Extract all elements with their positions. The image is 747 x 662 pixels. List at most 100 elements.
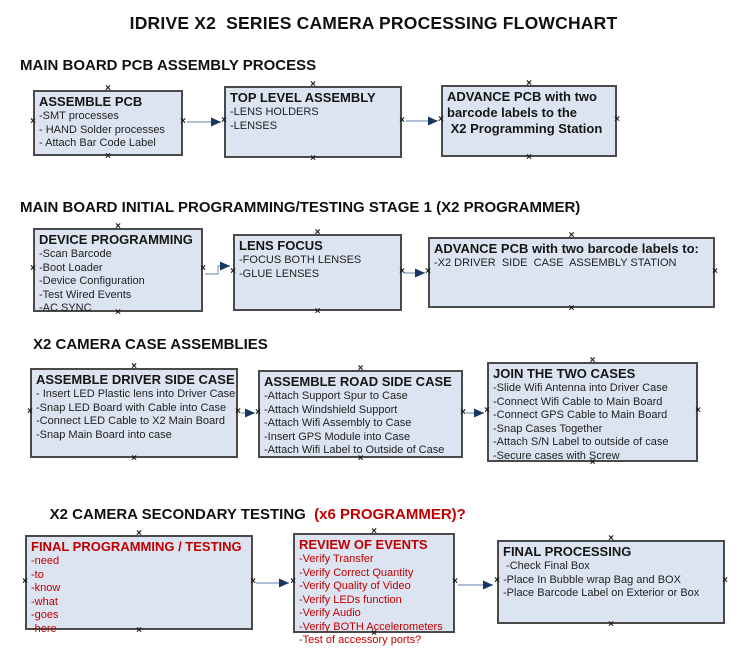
connection-handle-icon [309, 155, 317, 163]
connection-handle-icon [694, 407, 702, 415]
box-item: -Attach S/N Label to outside of case [493, 436, 669, 448]
connection-handle-icon [525, 154, 533, 162]
box-item: -Attach Wifi Assembly to Case [264, 417, 412, 429]
box-item: -Snap LED Board with Cable into Case [36, 401, 227, 414]
flow-box-advance-pcb-driver-side-station: ADVANCE PCB with two barcode labels to: … [428, 237, 715, 308]
box-item: -Place Barcode Label on Exterior or Box [503, 587, 700, 599]
connection-handle-icon [104, 153, 112, 161]
page-title: IDRIVE X2 SERIES CAMERA PROCESSING FLOWC… [129, 13, 618, 33]
flow-box-assemble-pcb: ASSEMBLE PCB -SMT processes - HAND Solde… [33, 90, 183, 156]
box-title: TOP LEVEL ASSEMBLY [230, 90, 376, 105]
box-item: -Slide Wifi Antenna into Driver Case [493, 382, 668, 394]
connection-handle-icon [607, 535, 615, 543]
box-item: -Attach Support Spur to Case [264, 390, 408, 402]
connection-handle-icon [568, 305, 576, 313]
connection-handle-icon [254, 409, 262, 417]
connection-handle-icon [589, 357, 597, 365]
section-header-case-assemblies: X2 CAMERA CASE ASSEMBLIES [33, 336, 268, 353]
box-item: -Test Wired Events [39, 288, 132, 301]
connection-handle-icon [613, 116, 621, 124]
connection-handle-icon [483, 407, 491, 415]
box-item: -Snap Cases Together [493, 422, 603, 435]
flow-box-final-programming-testing: FINAL PROGRAMMING / TESTING -need -to -k… [25, 535, 253, 635]
box-item: -Verify BOTH Accelerometers [299, 620, 443, 633]
connection-handle-icon [26, 408, 34, 416]
box-item: -Connect Wifi Cable to Main Board [493, 395, 663, 408]
flow-box-assemble-road-side-case: ASSEMBLE ROAD SIDE CASE -Attach Support … [258, 370, 463, 458]
connection-handle-icon [179, 118, 187, 126]
connection-handle-icon [114, 223, 122, 231]
box-item: -Attach Windshield Support [264, 403, 398, 416]
flow-box-top-level-assembly: TOP LEVEL ASSEMBLY -LENS HOLDERS -LENSES [224, 86, 402, 158]
box-item: -LENSES [230, 119, 278, 132]
box-item: -Attach Wifi Label to Outside of Case [264, 444, 445, 456]
section-header-black-text: X2 CAMERA SECONDARY TESTING [49, 506, 315, 523]
connection-handle-icon [249, 578, 257, 586]
box-item: -Verify Correct Quantity [299, 566, 414, 579]
connection-handle-icon [314, 308, 322, 316]
box-item: - Insert LED Plastic lens into Driver Ca… [36, 388, 236, 400]
box-item: -Snap Main Board into case [36, 428, 172, 441]
connection-handle-icon [493, 577, 501, 585]
connection-handle-icon [314, 229, 322, 237]
section-header-secondary-testing: X2 CAMERA SECONDARY TESTING (x6 PROGRAMM… [33, 489, 466, 540]
box-item: -Verify Audio [299, 607, 361, 619]
box-title: ASSEMBLE ROAD SIDE CASE [264, 374, 452, 389]
connection-handle-icon [29, 118, 37, 126]
box-item: -to [31, 568, 44, 581]
box-item: -here [31, 622, 57, 635]
connection-handle-icon [29, 265, 37, 273]
box-title: LENS FOCUS [239, 238, 323, 253]
flow-box-join-the-two-cases: JOIN THE TWO CASES -Slide Wifi Antenna i… [487, 362, 698, 462]
section-header-red-text: (x6 PROGRAMMER)? [314, 506, 466, 523]
box-title: DEVICE PROGRAMMING [39, 232, 193, 247]
section-header-initial-programming: MAIN BOARD INITIAL PROGRAMMING/TESTING S… [20, 199, 581, 216]
connection-handle-icon [357, 365, 365, 373]
box-title: ADVANCE PCB with two barcode labels to: [434, 241, 699, 256]
box-item: -Insert GPS Module into Case [264, 430, 411, 443]
section-header-pcb-assembly: MAIN BOARD PCB ASSEMBLY PROCESS [20, 57, 317, 74]
connection-handle-icon [309, 81, 317, 89]
box-item: -Connect GPS Cable to Main Board [493, 409, 668, 421]
box-item: -what [31, 595, 58, 608]
connection-handle-icon [130, 455, 138, 463]
box-item: -Device Configuration [39, 275, 145, 287]
flow-box-assemble-driver-side-case: ASSEMBLE DRIVER SIDE CASE - Insert LED P… [30, 368, 238, 458]
connection-handle-icon [229, 268, 237, 276]
connection-handle-icon [220, 117, 228, 125]
box-item: -GLUE LENSES [239, 267, 320, 280]
box-title: FINAL PROGRAMMING / TESTING [31, 539, 242, 554]
flow-box-advance-pcb-programming-station: ADVANCE PCB with two barcode labels to t… [441, 85, 617, 157]
box-item: - Attach Bar Code Label [39, 137, 156, 149]
connection-handle-icon [437, 116, 445, 124]
box-item: -Verify LEDs function [299, 593, 402, 606]
box-title: FINAL PROCESSING [503, 544, 632, 559]
box-item: -know [31, 582, 61, 594]
arrow-r2-a-b [205, 261, 230, 275]
box-item: -Check Final Box [503, 560, 590, 572]
connection-handle-icon [21, 578, 29, 586]
box-item: -goes [31, 609, 59, 621]
box-item: -SMT processes [39, 110, 119, 122]
box-item: -Verify Transfer [299, 553, 374, 565]
box-item: -Test of accessory ports? [299, 634, 422, 646]
connection-handle-icon [398, 268, 406, 276]
connection-handle-icon [199, 265, 207, 273]
box-item: -Secure cases with Screw [493, 449, 620, 462]
box-item: -X2 DRIVER SIDE CASE ASSEMBLY STATION [434, 257, 677, 269]
box-item: -FOCUS BOTH LENSES [239, 254, 362, 266]
connection-handle-icon [459, 409, 467, 417]
flow-box-review-of-events: REVIEW OF EVENTS -Verify Transfer -Verif… [293, 533, 455, 646]
connection-handle-icon [525, 80, 533, 88]
connection-handle-icon [721, 577, 729, 585]
box-item: -need [31, 555, 60, 567]
connection-handle-icon [568, 232, 576, 240]
box-title: REVIEW OF EVENTS [299, 537, 428, 552]
flow-box-device-programming: DEVICE PROGRAMMING -Scan Barcode -Boot L… [33, 228, 203, 314]
flow-box-final-processing: FINAL PROCESSING -Check Final Box -Place… [497, 540, 725, 624]
connection-handle-icon [234, 408, 242, 416]
box-item: -Place In Bubble wrap Bag and BOX [503, 573, 681, 586]
connection-handle-icon [289, 578, 297, 586]
connection-handle-icon [451, 578, 459, 586]
